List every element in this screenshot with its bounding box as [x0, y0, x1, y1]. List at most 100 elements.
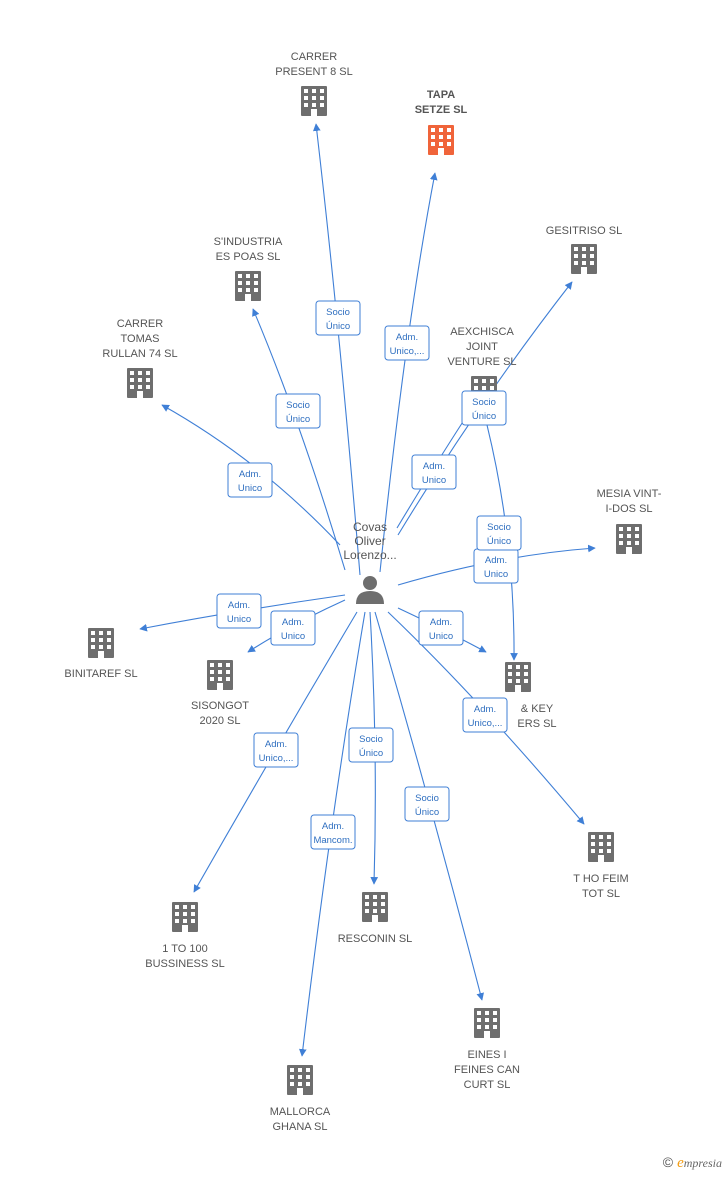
relation-text: Adm.	[239, 469, 261, 480]
building-icon	[207, 660, 233, 690]
building-icon	[474, 1008, 500, 1038]
relation-box	[404, 786, 450, 822]
relation-text: Único	[487, 536, 511, 547]
relation-label[interactable]: Adm. Unico	[227, 462, 273, 498]
relation-label[interactable]: Adm.Unico	[216, 593, 262, 629]
edge-carrer-present-8	[312, 123, 361, 576]
relation-box	[461, 390, 507, 426]
relation-text: Adm.	[282, 617, 304, 628]
relation-box	[216, 593, 262, 629]
building-icon	[172, 902, 198, 932]
company-node-mesia-vint-i-dos[interactable]: MESIA VINT- I-DOS SL	[597, 488, 662, 554]
relation-text: Adm.	[396, 332, 418, 343]
edge-tapa-setze	[379, 172, 438, 573]
company-label-line: I-DOS SL	[605, 503, 652, 515]
relation-text: Unico,...	[468, 718, 503, 729]
building-icon	[88, 628, 114, 658]
relation-text: Socio	[286, 400, 310, 411]
building-icon	[362, 892, 388, 922]
company-node-binitaref[interactable]: BINITAREF SL	[64, 628, 138, 680]
relation-box	[310, 814, 356, 850]
building-icon	[616, 524, 642, 554]
company-label-line: RESCONIN SL	[338, 933, 413, 945]
company-label-line: TOT SL	[582, 888, 620, 900]
company-node-mallorca-ghana[interactable]: MALLORCA GHANA SL	[270, 1065, 331, 1133]
relation-text: Adm.	[474, 704, 496, 715]
relation-box	[253, 732, 299, 768]
building-icon	[428, 125, 454, 155]
relation-text: Socio	[359, 734, 383, 745]
company-label-line: MALLORCA	[270, 1106, 331, 1118]
relation-text: Unico	[238, 483, 262, 494]
relation-text: Unico,...	[259, 753, 294, 764]
relation-text: Único	[415, 807, 439, 818]
relation-text: Unico	[484, 569, 508, 580]
relation-label[interactable]: Adm. Unico,...	[462, 697, 508, 733]
relation-label[interactable]: Adm.Unico,...	[384, 325, 430, 361]
relation-text: Único	[326, 321, 350, 332]
company-node-t-ho-feim-tot[interactable]: T HO FEIM TOT SL	[573, 832, 629, 900]
company-label-line: SISONGOT	[191, 700, 249, 712]
relation-label[interactable]: Adm. Unico,...	[253, 732, 299, 768]
company-label-line: 1 TO 100	[162, 943, 207, 955]
company-node-resconin[interactable]: RESCONIN SL	[338, 892, 413, 945]
company-label-line: PRESENT 8 SL	[275, 66, 352, 78]
copyright-symbol: ©	[662, 1154, 674, 1170]
relation-text: Socio	[326, 307, 350, 318]
relation-text: Socio	[487, 522, 511, 533]
relation-box	[411, 454, 457, 490]
relation-box	[315, 300, 361, 336]
company-label-line: S'INDUSTRIA	[214, 236, 283, 248]
company-label-line: FEINES CAN	[454, 1064, 520, 1076]
company-label-line: ERS SL	[517, 718, 556, 730]
relation-box	[348, 727, 394, 763]
company-node-gesitriso[interactable]: GESITRISO SL	[546, 225, 622, 274]
relation-text: Adm.	[423, 461, 445, 472]
company-label-line: T HO FEIM	[573, 873, 628, 885]
relation-box	[227, 462, 273, 498]
relation-text: Unico	[429, 631, 453, 642]
relation-label[interactable]: Adm.Mancom.	[310, 814, 356, 850]
company-label-line: & KEY	[521, 703, 554, 715]
relation-label[interactable]: Adm. Unico	[473, 548, 519, 584]
brand-logo-text: mpresia	[683, 1156, 722, 1170]
relation-text: Adm.	[430, 617, 452, 628]
relation-label[interactable]: Adm. Unico	[418, 610, 464, 646]
relation-box	[418, 610, 464, 646]
center-label-line: Oliver	[354, 534, 385, 548]
company-label-line: GHANA SL	[272, 1121, 327, 1133]
company-label-line: VENTURE SL	[447, 356, 516, 368]
building-icon	[571, 244, 597, 274]
company-label-line: TOMAS	[121, 333, 160, 345]
company-label-line: CURT SL	[464, 1079, 511, 1091]
relation-text: Único	[286, 414, 310, 425]
center-label-line: Covas	[353, 520, 387, 534]
company-node-key-ers[interactable]: & KEY ERS SL	[505, 662, 557, 730]
company-label-line: MESIA VINT-	[597, 488, 662, 500]
center-node[interactable]: CovasOliverLorenzo...	[343, 520, 397, 604]
relation-box	[462, 697, 508, 733]
relation-text: Adm.	[265, 739, 287, 750]
relation-label[interactable]: Adm.Unico	[411, 454, 457, 490]
building-icon	[127, 368, 153, 398]
relation-text: Adm.	[485, 555, 507, 566]
relation-text: Único	[472, 411, 496, 422]
company-label-line: GESITRISO SL	[546, 225, 622, 237]
company-label-line: BINITAREF SL	[64, 668, 137, 680]
relation-label[interactable]: Adm.Unico	[270, 610, 316, 646]
